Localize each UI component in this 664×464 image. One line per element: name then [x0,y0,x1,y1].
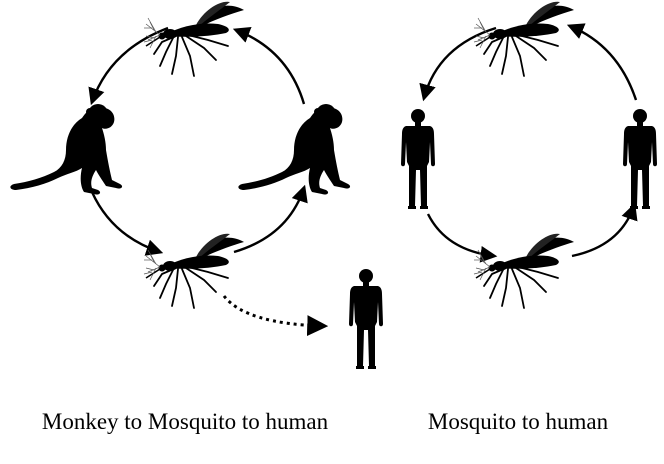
human-icon [623,109,657,209]
monkey-icon [238,104,350,195]
mosquito-icon [474,234,574,308]
mosquito-icon [474,2,574,76]
caption-monkey-to-mosquito-to-human: Monkey to Mosquito to human [30,408,340,435]
human-icon [401,109,435,209]
cycle-arc-bottom-left [428,214,494,256]
human-icon [349,269,383,369]
left-cycle [10,2,383,369]
cycle-arc-bottom-left [92,192,160,252]
cycle-arc-top-right [570,26,636,100]
cycle-arc-bottom-right [572,206,634,256]
cycle-arc-bottom-right [234,188,304,252]
caption-mosquito-to-human: Mosquito to human [378,408,658,435]
mosquito-icon [144,2,244,76]
cycle-arc-top-left [424,28,496,98]
dotted-transmission-arrow [224,296,324,326]
right-cycle [401,2,657,308]
cycle-arc-top-right [236,30,304,104]
mosquito-icon [144,234,244,308]
monkey-icon [10,104,122,195]
